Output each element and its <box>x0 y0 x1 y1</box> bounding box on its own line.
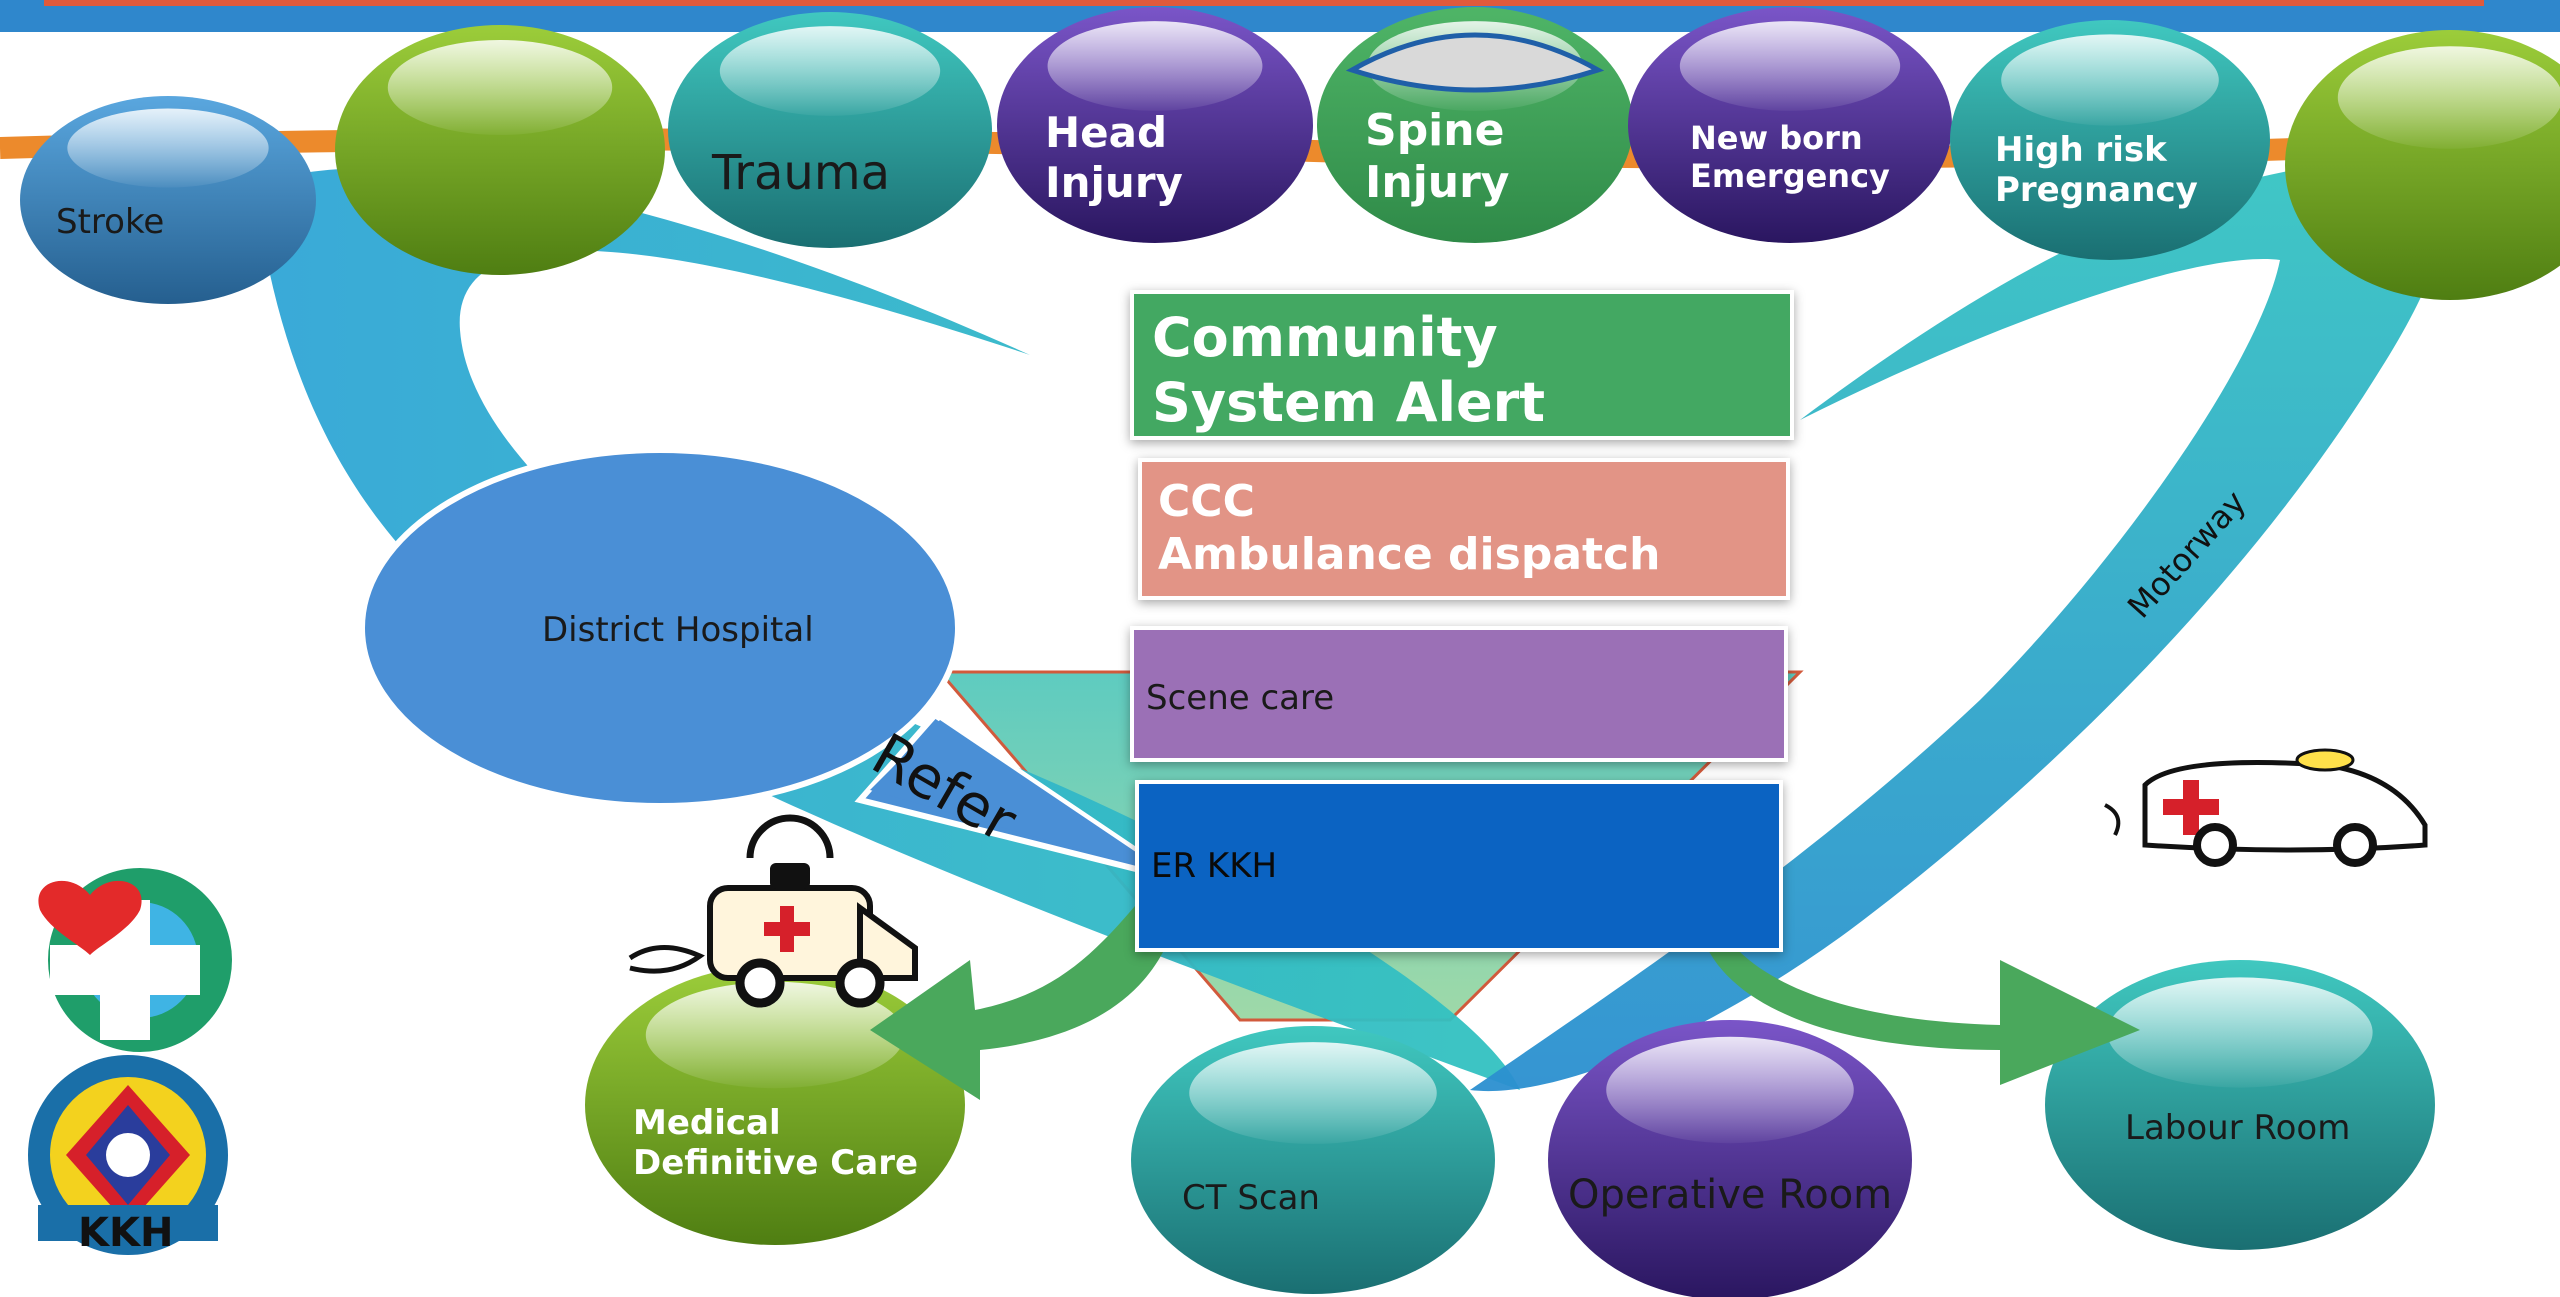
spine-injury-line-2: Injury <box>1365 156 1510 208</box>
condition-bubbles <box>20 7 2560 304</box>
ccc-line-2: Ambulance dispatch <box>1158 528 1661 580</box>
spine-injury-line-1: Spine <box>1365 105 1505 156</box>
district-hospital-bubble <box>359 447 1182 883</box>
bubble-or-shine <box>1606 1036 1854 1144</box>
destination-bubbles <box>585 960 2435 1297</box>
labour-room-label: Labour Room <box>2125 1108 2351 1148</box>
spine-rim <box>1345 32 1605 93</box>
scene-care-box: Scene care <box>1130 626 1788 762</box>
high-risk-label: High risk Pregnancy <box>1995 130 2198 210</box>
bubble-or <box>1548 1020 1912 1297</box>
bubble-newborn-shine <box>1679 21 1901 111</box>
head-injury-line-2: Injury <box>1045 157 1183 207</box>
bubble-ct <box>1131 1026 1495 1294</box>
high-risk-line-1: High risk <box>1995 130 2167 170</box>
bubble-highrisk <box>1950 20 2270 260</box>
arrow-to-medical <box>870 900 1180 1100</box>
district-hospital-label: District Hospital <box>542 610 814 650</box>
header-accent <box>44 0 2484 6</box>
medical-line-1: Medical <box>633 1103 781 1143</box>
community-alert-box: Community System Alert <box>1130 290 1794 440</box>
bubble-medical <box>585 965 965 1245</box>
bubble-head <box>997 7 1313 243</box>
bubble-green-left <box>335 25 665 275</box>
community-alert-text: Community System Alert <box>1152 306 1545 436</box>
ct-scan-label: CT Scan <box>1182 1178 1320 1218</box>
bubble-stroke <box>20 96 316 304</box>
high-risk-line-2: Pregnancy <box>1995 170 2198 211</box>
newborn-line-1: New born <box>1690 119 1863 157</box>
bubble-head-shine <box>1047 21 1263 111</box>
bubble-green-right <box>2285 30 2560 300</box>
bubble-green-left-shine <box>387 40 613 135</box>
bubble-newborn <box>1628 7 1952 243</box>
kkh-logo-text: KKH <box>78 1210 174 1256</box>
spine-injury-label: Spine Injury <box>1365 105 1509 209</box>
ccc-dispatch-box: CCC Ambulance dispatch <box>1138 458 1790 600</box>
medical-line-2: Definitive Care <box>633 1143 919 1184</box>
er-kkh-box: ER KKH <box>1135 780 1783 952</box>
bubble-labour-shine <box>2107 977 2373 1088</box>
bubble-labour <box>2045 960 2435 1250</box>
newborn-label: New born Emergency <box>1690 119 1890 196</box>
er-kkh-text: ER KKH <box>1151 846 1278 886</box>
ccc-dispatch-text: CCC Ambulance dispatch <box>1158 476 1660 582</box>
bubble-ct-shine <box>1189 1042 1437 1144</box>
bubble-medical-shine <box>645 981 905 1089</box>
community-line-2: System Alert <box>1152 370 1546 434</box>
newborn-line-2: Emergency <box>1690 156 1890 195</box>
ambulance-right-icon <box>2104 748 2428 867</box>
bubble-stroke-shine <box>67 108 269 188</box>
bubble-highrisk-shine <box>2001 34 2219 126</box>
scene-care-text: Scene care <box>1146 678 1335 718</box>
trauma-center-seal <box>28 1055 228 1255</box>
bubble-trauma <box>668 12 992 248</box>
operative-room-label: Operative Room <box>1568 1172 1893 1218</box>
head-injury-line-1: Head <box>1045 108 1168 157</box>
stroke-label: Stroke <box>56 202 165 242</box>
hospital-logo-icon <box>38 868 232 1052</box>
ambulance-left-icon <box>628 814 918 1008</box>
bubble-green-right-shine <box>2337 46 2560 149</box>
ccc-line-1: CCC <box>1158 476 1255 527</box>
bubble-trauma-shine <box>719 26 941 116</box>
community-line-1: Community <box>1152 306 1498 369</box>
head-injury-label: Head Injury <box>1045 108 1183 207</box>
arrow-to-labour <box>1700 905 2140 1085</box>
medical-care-label: Medical Definitive Care <box>633 1103 918 1183</box>
trauma-label: Trauma <box>712 145 891 201</box>
